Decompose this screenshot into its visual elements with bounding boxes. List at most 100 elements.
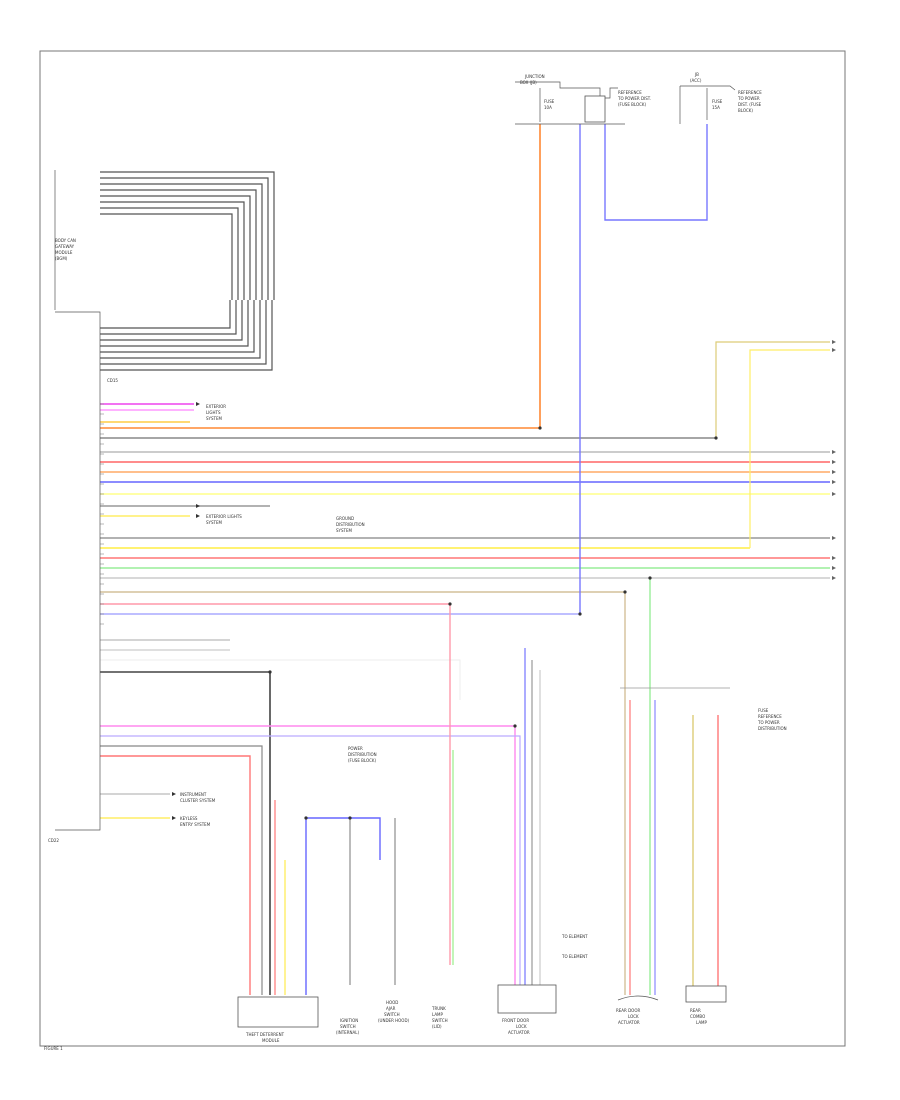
splice-dot	[623, 590, 627, 594]
note-keyless-2: ENTRY SYSTEM	[180, 822, 211, 827]
note-exterior-lights-2-2: SYSTEM	[206, 520, 222, 525]
splice-dot	[578, 612, 582, 616]
note-power-dist-2: DISTRIBUTION	[348, 752, 377, 757]
trunk-lamp-label-2: LAMP	[432, 1012, 444, 1017]
terminal-arrow-icon	[832, 492, 836, 496]
rear-door-actuator-shape	[617, 995, 659, 1001]
note-exterior-lights-2-1: EXTERIOR LIGHTS	[206, 514, 242, 519]
rear-lamp-label-2: COMBO	[690, 1014, 705, 1019]
fuse-box-right-fuse-2: 15A	[712, 105, 720, 110]
wire-lower-block	[100, 300, 237, 335]
rear-door-label-1: REAR DOOR	[616, 1008, 640, 1013]
rear-door-label-2: LOCK	[628, 1014, 639, 1019]
theft-module-box	[237, 996, 319, 1028]
wire-lower-block	[100, 300, 273, 371]
hood-switch-label-2: AJAR	[386, 1006, 396, 1011]
hood-switch-label-1: HOOD	[386, 1000, 398, 1005]
note-ground-dist-2: DISTRIBUTION	[336, 522, 365, 527]
bottom-components: THEFT DETERRENT MODULE IGNITION SWITCH (…	[44, 984, 727, 1051]
fuse-box-left-title-2: BOX (JB)	[520, 80, 537, 85]
wire-dark-drop	[100, 671, 271, 995]
wire-lower-block	[100, 300, 267, 365]
fuse-note-right-2: TO POWER	[737, 96, 760, 101]
splice-dot	[268, 670, 272, 674]
note-instrument-cluster-1: INSTRUMENT	[180, 792, 207, 797]
ignition-label-1: IGNITION	[340, 1018, 358, 1023]
module-title-line-2: GATEWAY	[55, 244, 75, 249]
module-title-line-1: BODY CAN	[55, 238, 76, 243]
rear-lamp-box	[685, 985, 727, 1003]
fuse-note-right-1: REFERENCE	[738, 90, 762, 95]
note-exterior-lights-2: LIGHTS	[206, 410, 221, 415]
splice-dot	[714, 436, 718, 440]
fuse-box-right: JB (ACC) FUSE 15A REFERENCE TO POWER DIS…	[679, 72, 762, 124]
fuse-box-left-fuse-2: 10A	[544, 105, 552, 110]
splice-dot	[304, 816, 308, 820]
ignition-label-3: (INTERNAL)	[336, 1030, 359, 1035]
fuse-box-left-title-1: JUNCTION	[524, 74, 545, 79]
connector-bottom-label: CD22	[48, 838, 59, 843]
terminal-arrow-icon	[832, 348, 836, 352]
note-exterior-lights-3: SYSTEM	[206, 416, 222, 421]
terminal-arrow-icon	[832, 556, 836, 560]
fuse-note-left-3: (FUSE BLOCK)	[618, 102, 647, 107]
footer-label: FIGURE 1	[44, 1046, 63, 1051]
wire-top-block	[100, 201, 245, 300]
splice-dot	[513, 724, 517, 728]
arrow-icon	[196, 402, 200, 406]
trunk-lamp-label-1: TRUNK	[431, 1006, 446, 1011]
note-to-element-2: TO ELEMENT	[561, 954, 588, 959]
fuse-box-left: JUNCTION BOX (JB) FUSE 10A REFERENCE TO …	[515, 74, 651, 125]
front-door-label-2: LOCK	[516, 1024, 527, 1029]
arrow-icon	[172, 816, 176, 820]
arrow-icon	[172, 792, 176, 796]
note-exterior-lights-1: EXTERIOR	[206, 404, 226, 409]
terminal-arrow-icon	[832, 480, 836, 484]
note-keyless-1: KEYLESS	[180, 816, 198, 821]
wire-lower-block	[100, 300, 243, 341]
wire-group	[100, 124, 836, 995]
terminal-arrow-icon	[832, 536, 836, 540]
diagram-frame	[39, 50, 846, 1047]
side-notes: EXTERIOR LIGHTS SYSTEM EXTERIOR LIGHTS S…	[180, 404, 787, 959]
note-ground-dist-1: GROUND	[336, 516, 354, 521]
note-ground-dist-3: SYSTEM	[336, 528, 352, 533]
wire-yellow-hook-2	[749, 349, 830, 548]
rear-lamp-label-1: REAR	[690, 1008, 701, 1013]
front-door-label-1: FRONT DOOR	[502, 1018, 529, 1023]
arrow-icon	[196, 514, 200, 518]
splice-dot	[648, 576, 652, 580]
note-fuse-1: FUSE	[758, 708, 769, 713]
wire-blue-ign	[306, 817, 381, 860]
arrow-icon	[196, 504, 200, 508]
wire-top-block	[100, 189, 257, 300]
fuse-note-right-4: BLOCK)	[738, 108, 753, 113]
pin-labels	[100, 403, 104, 625]
wire-blue-loop	[604, 124, 708, 221]
wire-top-block	[100, 171, 275, 300]
wire-violet-drop	[100, 735, 521, 985]
wire-lower-block	[100, 300, 249, 347]
terminal-arrow-icon	[832, 470, 836, 474]
fuse-box-left-fuse-1: FUSE	[544, 99, 555, 104]
wire-red-drop	[100, 755, 251, 995]
ignition-label-2: SWITCH	[340, 1024, 356, 1029]
rear-door-label-3: ACTUATOR	[618, 1020, 640, 1025]
wire-low	[100, 659, 461, 700]
wire-top-block	[100, 195, 251, 300]
fuse-note-right-3: DIST. (FUSE	[738, 102, 762, 107]
note-power-dist-3: (FUSE BLOCK)	[348, 758, 377, 763]
splice-dot	[448, 602, 452, 606]
trunk-lamp-label-4: (LID)	[432, 1024, 442, 1029]
note-fuse-3: TO POWER	[757, 720, 780, 725]
hood-switch-label-4: (UNDER HOOD)	[378, 1018, 410, 1023]
hood-switch-label-3: SWITCH	[384, 1012, 400, 1017]
wire-lower-block	[100, 300, 261, 359]
terminal-arrow-icon	[832, 450, 836, 454]
front-door-label-3: ACTUATOR	[508, 1030, 530, 1035]
wire-yellow-hook	[715, 341, 830, 438]
wire-top-block	[100, 183, 263, 300]
front-door-actuator-box	[497, 984, 557, 1014]
fuse-note-left-1: REFERENCE	[618, 90, 642, 95]
terminal-arrow-icon	[832, 460, 836, 464]
